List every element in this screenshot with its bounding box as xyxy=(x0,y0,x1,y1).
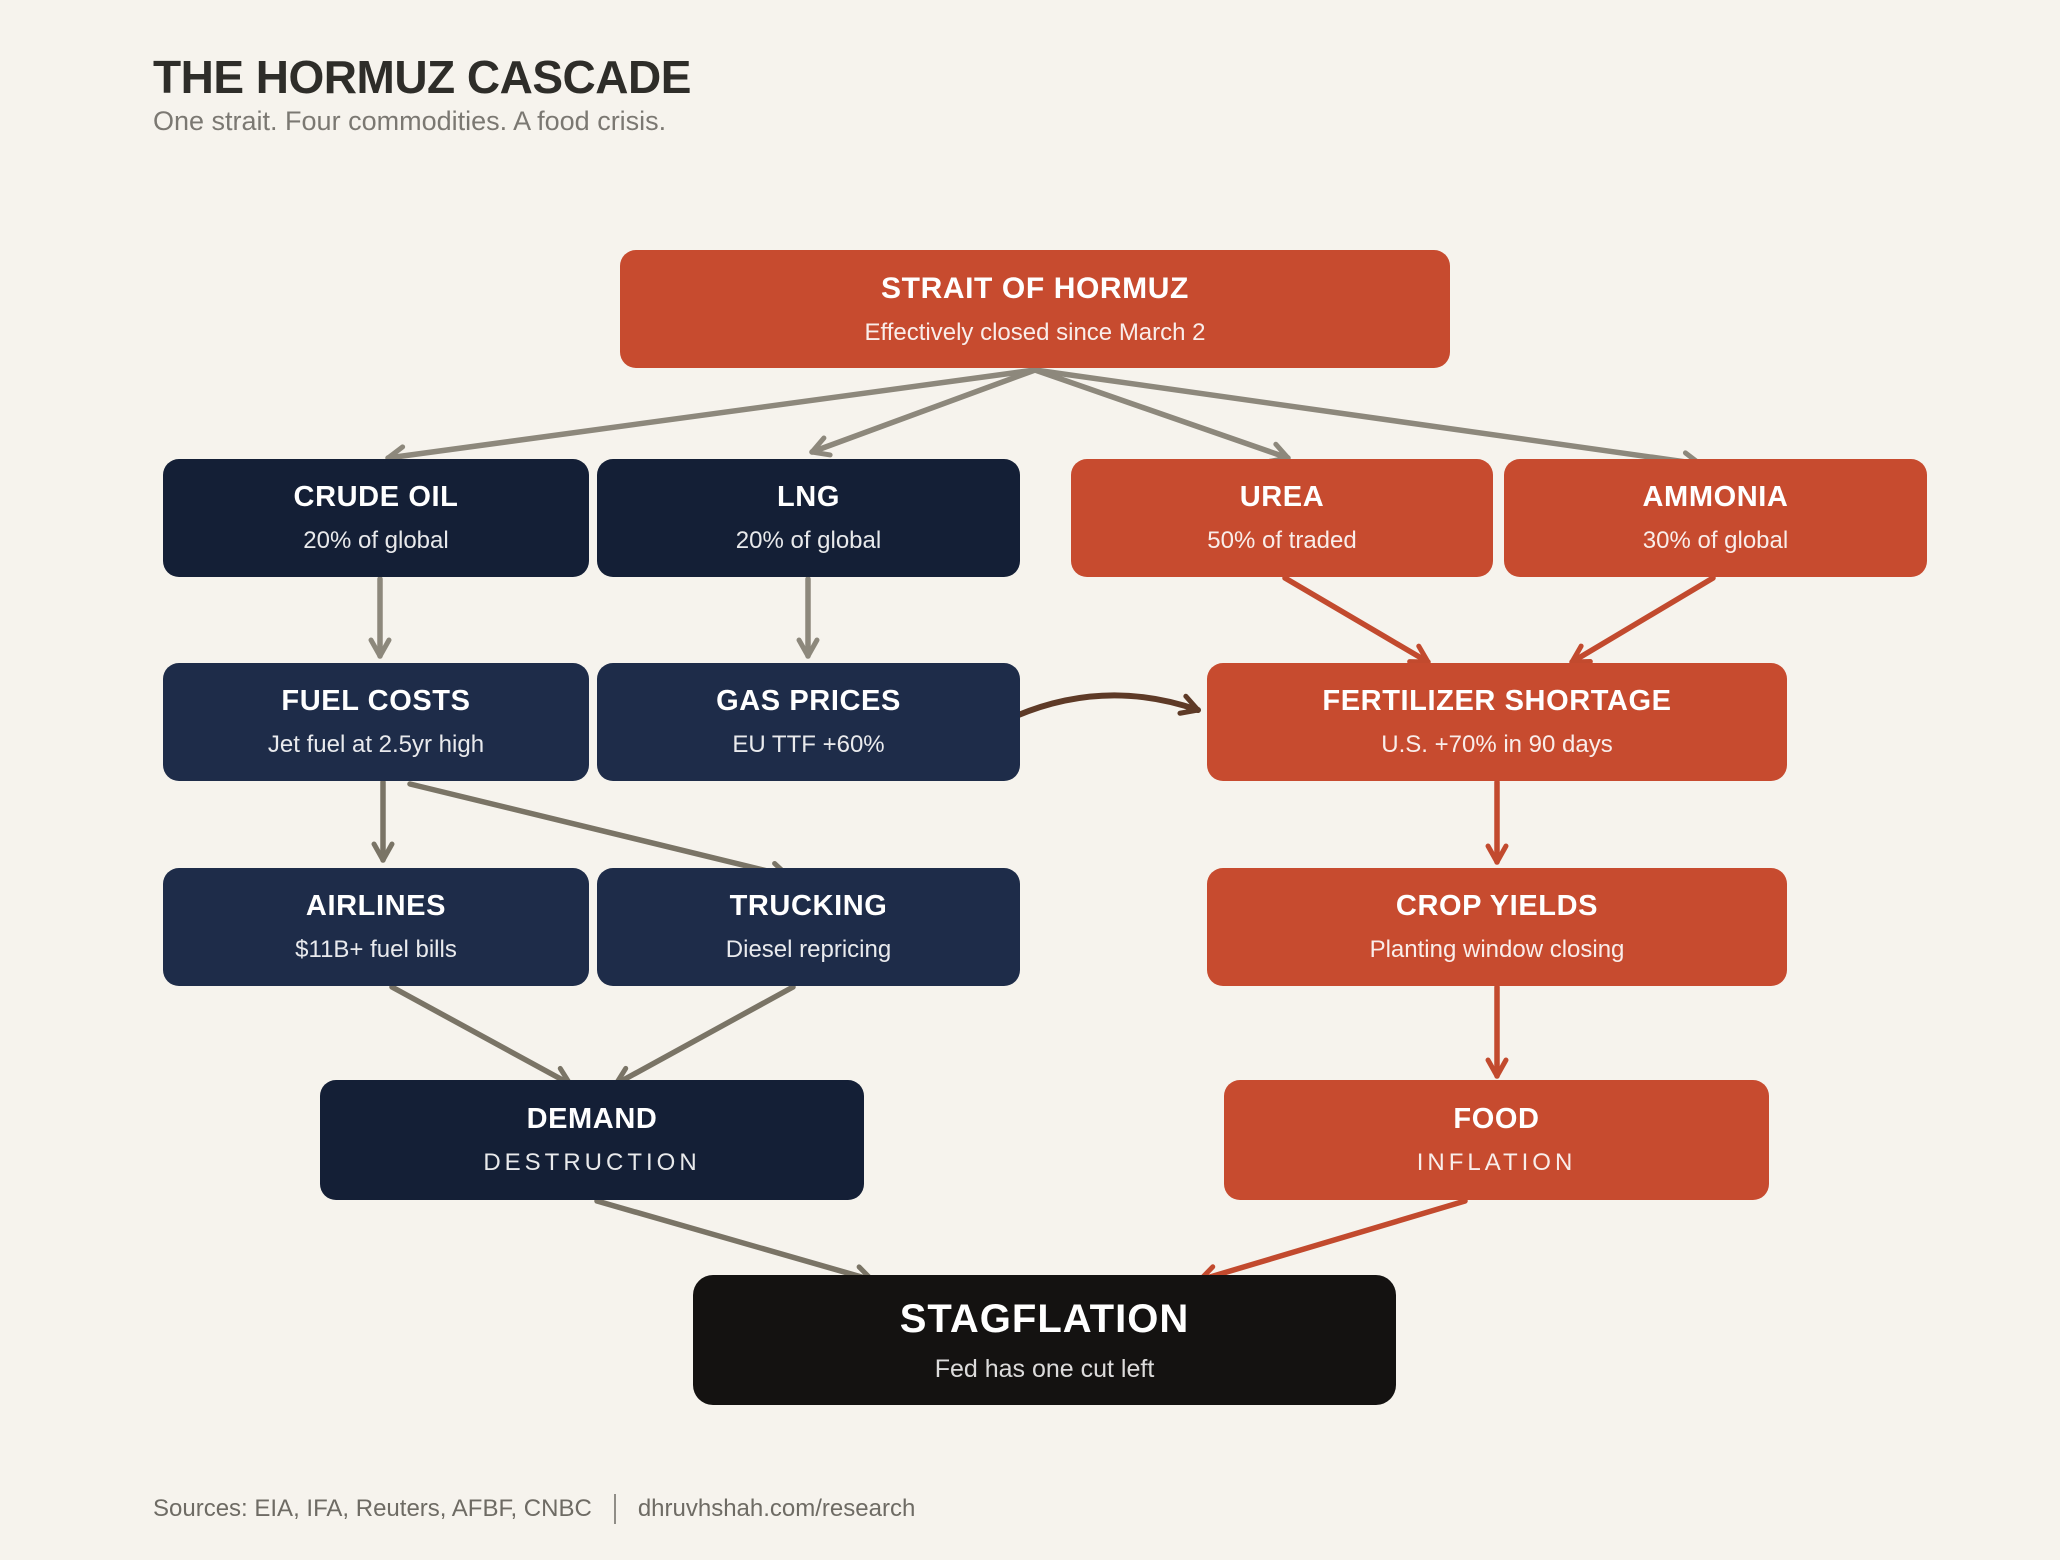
node-fertilizer-subtitle: U.S. +70% in 90 days xyxy=(1381,731,1613,758)
node-crude-oil-title: CRUDE OIL xyxy=(293,481,459,513)
node-airlines-subtitle: $11B+ fuel bills xyxy=(295,936,457,963)
node-trucking-title: TRUCKING xyxy=(729,890,888,922)
node-stagflation-title: STAGFLATION xyxy=(899,1296,1190,1341)
node-airlines-title: AIRLINES xyxy=(305,890,447,922)
node-strait-title: STRAIT OF HORMUZ xyxy=(881,271,1189,305)
node-food-title: FOOD xyxy=(1453,1103,1540,1135)
node-lng-subtitle: 20% of global xyxy=(735,527,882,554)
node-crude-oil-subtitle: 20% of global xyxy=(303,527,449,554)
node-gas-prices-subtitle: EU TTF +60% xyxy=(732,731,885,758)
node-urea: UREA 50% of traded xyxy=(1071,459,1493,577)
node-fertilizer-title: FERTILIZER SHORTAGE xyxy=(1322,685,1672,717)
node-urea-subtitle: 50% of traded xyxy=(1207,527,1357,554)
arrow-demand-to-stagflation xyxy=(594,1198,875,1287)
node-urea-title: UREA xyxy=(1239,481,1325,513)
node-demand-title: DEMAND xyxy=(526,1103,658,1135)
arrow-strait-to-urea xyxy=(1032,367,1291,464)
node-food: FOOD INFLATION xyxy=(1224,1080,1769,1200)
node-ammonia-subtitle: 30% of global xyxy=(1642,527,1789,554)
node-crop-yields-subtitle: Planting window closing xyxy=(1369,936,1625,963)
node-food-subtitle: INFLATION xyxy=(1416,1149,1577,1176)
arrow-ammonia-to-fertilizer xyxy=(1569,575,1716,665)
arrow-urea-to-fertilizer xyxy=(1282,575,1431,665)
arrow-strait-to-lng xyxy=(809,367,1038,458)
node-ammonia-title: AMMONIA xyxy=(1642,481,1789,513)
node-trucking: TRUCKING Diesel repricing xyxy=(597,868,1020,986)
footer-sources: Sources: EIA, IFA, Reuters, AFBF, CNBC xyxy=(153,1495,592,1522)
node-fertilizer-shortage: FERTILIZER SHORTAGE U.S. +70% in 90 days xyxy=(1207,663,1787,781)
page-subtitle: One strait. Four commodities. A food cri… xyxy=(153,106,667,136)
node-crop-yields: CROP YIELDS Planting window closing xyxy=(1207,868,1787,986)
footer-divider xyxy=(613,1494,616,1524)
node-strait-subtitle: Effectively closed since March 2 xyxy=(864,318,1206,346)
arrow-trucking-to-demand xyxy=(613,984,796,1087)
node-demand-subtitle: DESTRUCTION xyxy=(483,1149,701,1176)
node-stagflation: STAGFLATION Fed has one cut left xyxy=(693,1275,1396,1405)
node-fuel-costs-title: FUEL COSTS xyxy=(281,685,471,717)
node-gas-prices: GAS PRICES EU TTF +60% xyxy=(597,663,1020,781)
node-gas-prices-title: GAS PRICES xyxy=(716,685,901,717)
arrow-fuel-costs-to-trucking xyxy=(407,781,791,884)
arrow-food-to-stagflation xyxy=(1197,1198,1468,1287)
arrow-airlines-to-demand xyxy=(389,984,573,1087)
node-trucking-subtitle: Diesel repricing xyxy=(725,936,892,963)
node-strait-of-hormuz: STRAIT OF HORMUZ Effectively closed sinc… xyxy=(620,250,1450,368)
node-airlines: AIRLINES $11B+ fuel bills xyxy=(163,868,589,986)
olive-arrows-group xyxy=(371,779,875,1287)
footer: Sources: EIA, IFA, Reuters, AFBF, CNBC d… xyxy=(153,1494,915,1524)
node-fuel-costs-subtitle: Jet fuel at 2.5yr high xyxy=(267,731,485,758)
node-lng: LNG 20% of global xyxy=(597,459,1020,577)
arrow-gas-prices-to-fertilizer xyxy=(1013,692,1201,719)
node-crude-oil: CRUDE OIL 20% of global xyxy=(163,459,589,577)
page-title: THE HORMUZ CASCADE xyxy=(153,51,691,103)
footer-site-link: dhruvhshah.com/research xyxy=(637,1495,916,1522)
node-fuel-costs: FUEL COSTS Jet fuel at 2.5yr high xyxy=(163,663,589,781)
arrow-strait-to-crude-oil xyxy=(385,367,1038,468)
node-stagflation-subtitle: Fed has one cut left xyxy=(934,1354,1155,1383)
brown-arrows-group xyxy=(1013,692,1201,719)
node-ammonia: AMMONIA 30% of global xyxy=(1504,459,1927,577)
node-demand: DEMAND DESTRUCTION xyxy=(320,1080,864,1200)
arrow-strait-to-ammonia xyxy=(1032,367,1703,474)
node-crop-yields-title: CROP YIELDS xyxy=(1395,890,1599,922)
node-lng-title: LNG xyxy=(776,481,840,513)
